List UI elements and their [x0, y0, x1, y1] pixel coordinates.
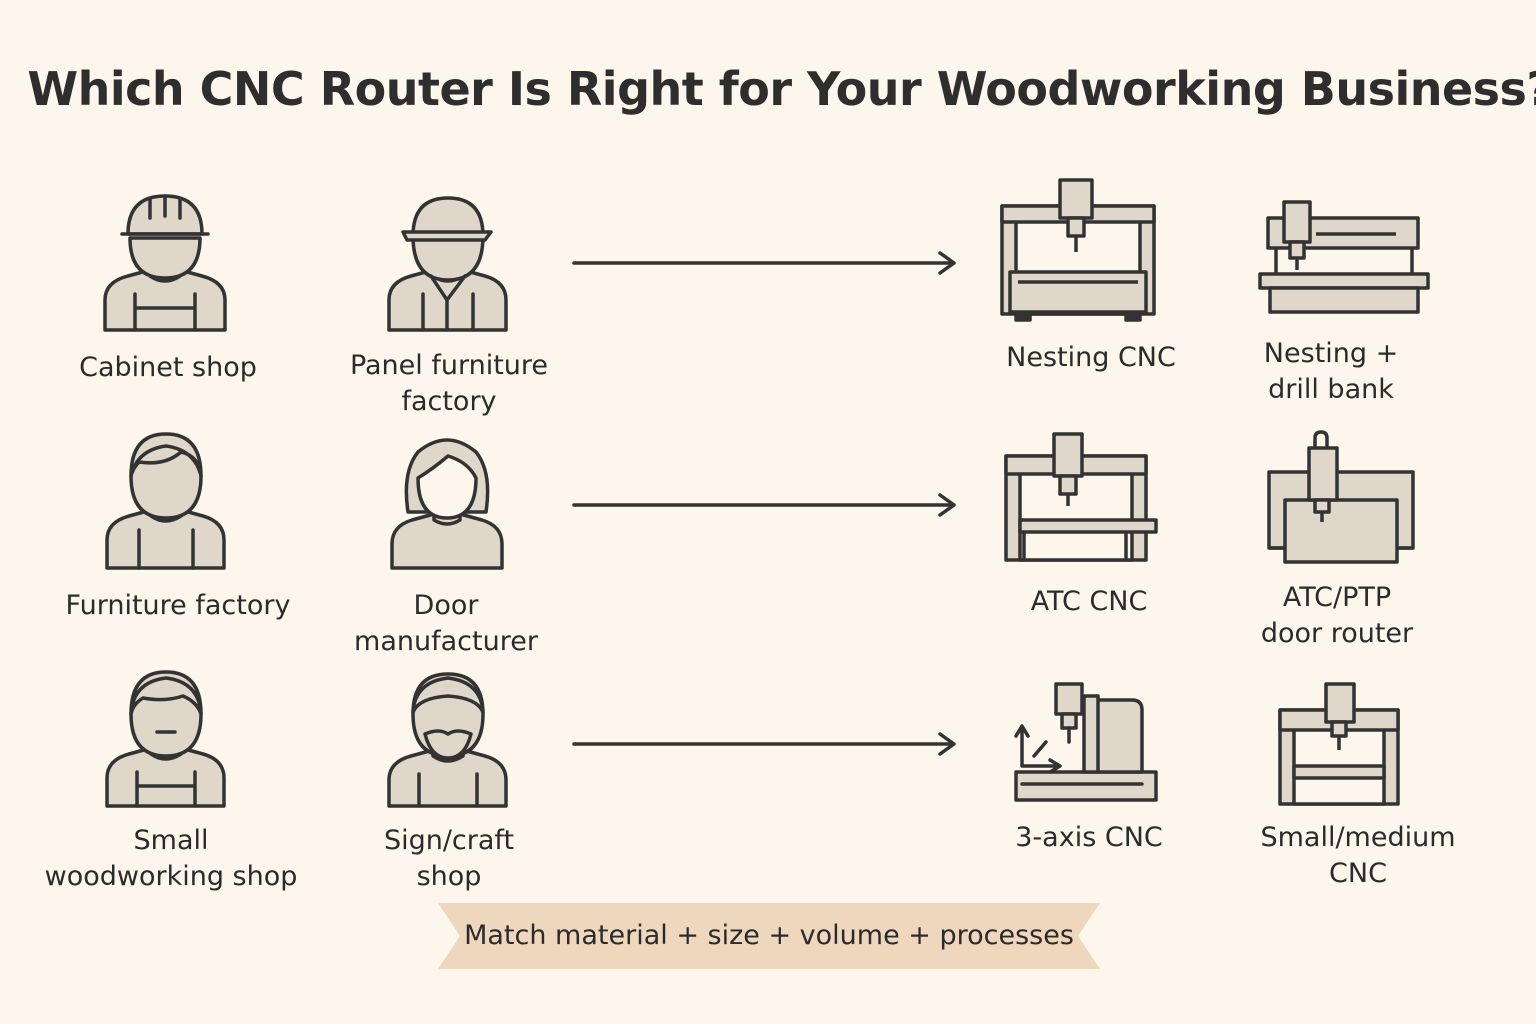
drill-bank-cnc-icon: [1258, 200, 1430, 314]
arrow-row-1: [572, 251, 956, 275]
nesting-cnc-icon: [1000, 178, 1156, 322]
machine-label: ATC/PTP door router: [1260, 582, 1414, 649]
machine-label: Nesting CNC: [1006, 342, 1176, 373]
arrow-row-3: [572, 732, 956, 756]
small-cnc-icon: [1278, 682, 1400, 806]
atc-cnc-icon: [1004, 432, 1158, 562]
three-axis-cnc-icon: [1014, 682, 1158, 802]
banner-text: Match material + size + volume + process…: [464, 920, 1074, 951]
cap-worker-icon: [387, 196, 508, 332]
hard-hat-worker-icon: [103, 194, 227, 332]
machine-label: 3-axis CNC: [1015, 822, 1163, 853]
bearded-man-icon: [387, 672, 508, 808]
man-icon: [105, 432, 226, 570]
machine-label: ATC CNC: [1030, 586, 1148, 617]
business-label: Panel furniture factory: [349, 350, 549, 417]
business-label: Door manufacturer: [354, 590, 538, 657]
woman-icon: [390, 438, 504, 570]
apron-man-icon: [105, 670, 226, 808]
machine-label: Nesting + drill bank: [1263, 338, 1399, 405]
arrow-row-2: [572, 493, 956, 517]
business-label: Cabinet shop: [79, 352, 257, 383]
door-router-icon: [1267, 430, 1415, 564]
business-label: Furniture factory: [65, 590, 291, 621]
summary-banner: [438, 903, 1100, 969]
page-title: Which CNC Router Is Right for Your Woodw…: [27, 62, 1536, 116]
machine-label: Small/medium CNC: [1260, 822, 1456, 889]
business-label: Small woodworking shop: [44, 825, 298, 892]
business-label: Sign/craft shop: [383, 825, 515, 892]
